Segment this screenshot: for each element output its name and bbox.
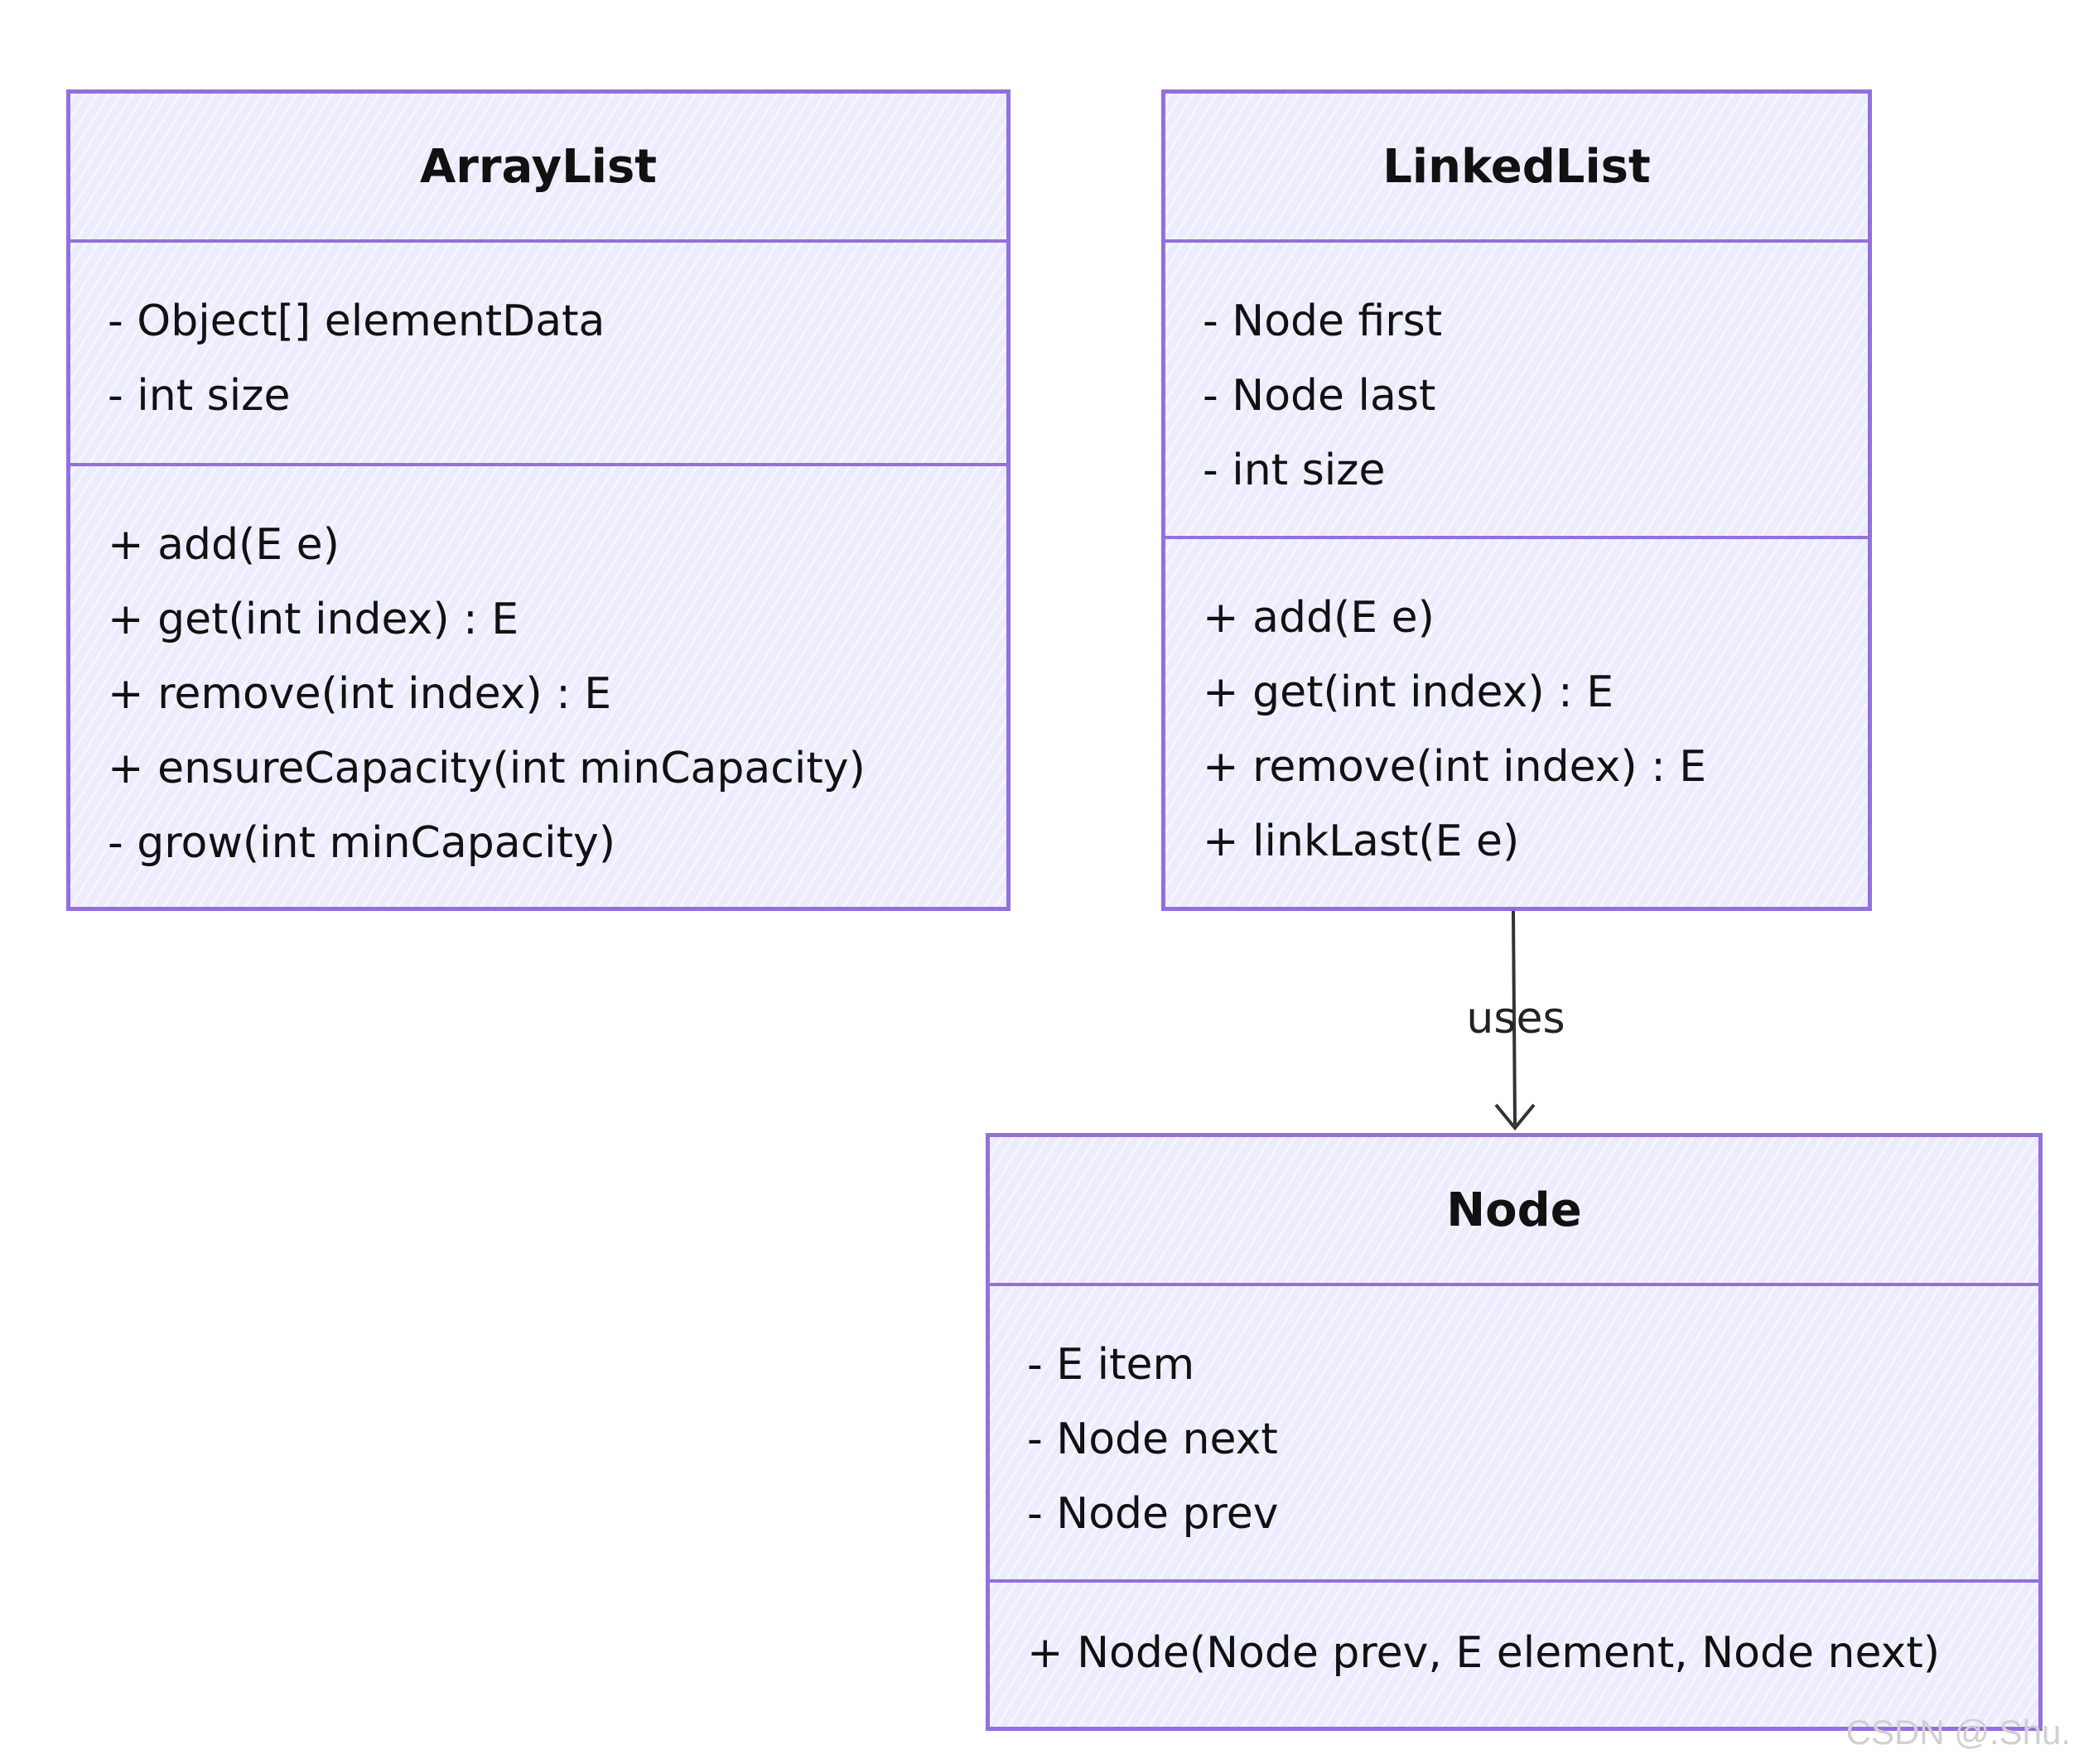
- attribute: - int size: [108, 371, 291, 421]
- attribute: - Object[] elementData: [108, 296, 605, 346]
- attribute: - Node last: [1203, 371, 1436, 421]
- method: + add(E e): [108, 520, 340, 570]
- attributes-section: - Node first - Node last - int size: [1165, 243, 1868, 539]
- method: + remove(int index) : E: [1203, 742, 1707, 792]
- class-name: ArrayList: [70, 94, 1006, 243]
- arrow-head-icon: [1494, 1103, 1536, 1131]
- watermark: CSDN @.Shu.: [1845, 1713, 2071, 1752]
- class-name: LinkedList: [1165, 94, 1868, 243]
- relation-line: [1512, 910, 1517, 1125]
- attributes-section: - E item - Node next - Node prev: [990, 1286, 2038, 1583]
- method: - grow(int minCapacity): [108, 818, 616, 868]
- methods-section: + Node(Node prev, E element, Node next): [990, 1583, 2038, 1690]
- methods-section: + add(E e) + get(int index) : E + remove…: [70, 466, 1006, 880]
- method: + linkLast(E e): [1203, 817, 1520, 866]
- method: + remove(int index) : E: [108, 669, 612, 719]
- attribute: - Node next: [1027, 1415, 1278, 1464]
- attribute: - E item: [1027, 1340, 1195, 1390]
- attributes-section: - Object[] elementData - int size: [70, 243, 1006, 466]
- attribute: - Node first: [1203, 296, 1443, 346]
- class-linkedlist: LinkedList - Node first - Node last - in…: [1161, 89, 1872, 911]
- attribute: - Node prev: [1027, 1489, 1279, 1539]
- class-name: Node: [990, 1137, 2038, 1286]
- attribute: - int size: [1203, 446, 1386, 495]
- class-node: Node - E item - Node next - Node prev + …: [986, 1133, 2043, 1731]
- method: + add(E e): [1203, 593, 1435, 643]
- method: + Node(Node prev, E element, Node next): [1027, 1628, 1941, 1678]
- method: + get(int index) : E: [108, 595, 519, 644]
- methods-section: + add(E e) + get(int index) : E + remove…: [1165, 539, 1868, 879]
- relation-label: uses: [1466, 994, 1565, 1043]
- method: + ensureCapacity(int minCapacity): [108, 744, 866, 793]
- class-arraylist: ArrayList - Object[] elementData - int s…: [66, 89, 1011, 911]
- method: + get(int index) : E: [1203, 668, 1614, 717]
